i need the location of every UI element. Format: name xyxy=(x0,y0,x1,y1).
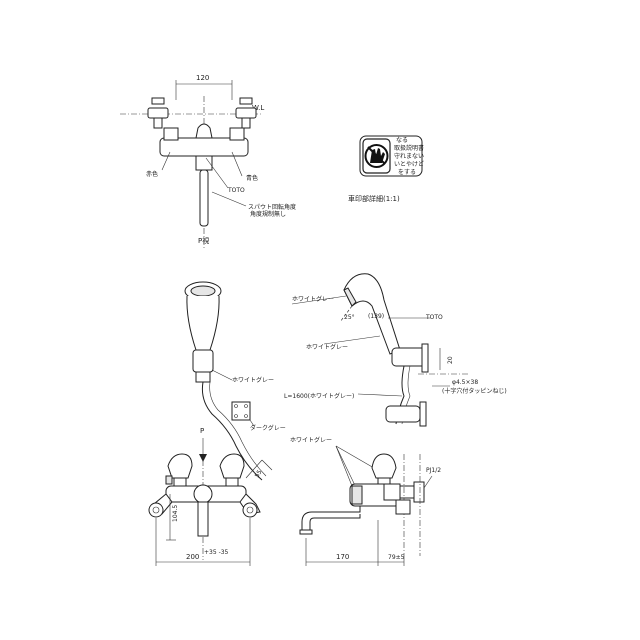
dim-120: 120 xyxy=(196,74,209,82)
front-dark-grey-label: ダークグレー xyxy=(250,424,286,432)
left-handle-stem xyxy=(153,117,163,129)
side-holder xyxy=(391,347,427,367)
toto-mark-label: TOTO xyxy=(227,187,245,194)
side-lower-plate xyxy=(419,401,427,427)
angle-label: 25° xyxy=(344,314,355,321)
hot-handle xyxy=(167,453,193,479)
p-view-label: P xyxy=(200,427,204,435)
screw-label-1: φ4.5×38 xyxy=(452,379,478,386)
faucet-front-view: P 55 104.5 200 +35 -35 xyxy=(148,427,273,566)
shower-hose xyxy=(201,381,263,481)
hot-valve xyxy=(173,477,187,487)
dim-200-tolerance: +35 -35 xyxy=(204,549,229,556)
blue-label: 青色 xyxy=(246,174,258,182)
side-toto-label: TOTO xyxy=(425,314,443,321)
cold-valve xyxy=(225,477,239,487)
hose-connector xyxy=(165,475,173,485)
dim-55: 55 xyxy=(254,469,264,479)
side-spout xyxy=(301,506,361,531)
side-lower-bracket xyxy=(385,405,421,423)
dim-170: 170 xyxy=(336,553,349,561)
faucet-side-view: ホワイトグレー PJ1/2 170 79±5 xyxy=(290,436,441,566)
shower-handle xyxy=(186,295,220,351)
right-handle-stem xyxy=(241,117,251,129)
view-label: P視 xyxy=(198,236,209,245)
p-view-arrow xyxy=(199,454,207,462)
shower-side-head xyxy=(343,273,401,355)
front-spout xyxy=(197,501,209,537)
red-label: 赤色 xyxy=(146,170,158,178)
stamp-text-5: をする xyxy=(398,169,416,176)
shower-holder xyxy=(192,349,214,373)
dim-200: 200 xyxy=(186,553,199,561)
right-handle xyxy=(235,107,257,119)
diverter-dial xyxy=(193,484,213,504)
side-head-label: ホワイトグレー xyxy=(292,295,334,303)
side-wall-plate xyxy=(421,343,429,373)
side-diverter xyxy=(351,485,363,505)
side-body-label: ホワイトグレー xyxy=(306,343,348,351)
right-handle-cap xyxy=(239,97,253,105)
stamp-caption: 車印部詳細(1:1) xyxy=(348,194,400,203)
top-view: 120 W.L 赤色 青色 TOTO スパウト回転角度 角度規制無し P視 xyxy=(120,74,296,248)
side-elbow xyxy=(399,485,415,499)
left-union xyxy=(148,502,164,518)
hose-holder-bracket xyxy=(231,401,251,421)
side-nut xyxy=(413,481,425,503)
stamp-text-3: 守れまない xyxy=(394,152,424,160)
faucet-body-top xyxy=(159,137,249,157)
side-lower-elbow xyxy=(395,499,411,515)
wl-label: W.L xyxy=(252,104,264,112)
dim-104-5: 104.5 xyxy=(172,505,179,522)
stamp-detail: なる 取扱説明書 守れまない いとやけど をする 車印部詳細(1:1) xyxy=(348,135,424,203)
pipe-label: PJ1/2 xyxy=(426,467,441,474)
left-handle xyxy=(147,107,169,119)
side-white-grey-label: ホワイトグレー xyxy=(290,436,332,444)
stamp-text-2: 取扱説明書 xyxy=(394,144,424,152)
dim-79: 79±5 xyxy=(388,554,405,561)
spout-pipe xyxy=(199,169,209,227)
hose-label: L=1600(ホワイトグレー) xyxy=(284,392,354,400)
side-connector xyxy=(383,483,401,501)
dim-20: 20 xyxy=(447,356,454,364)
spout-note-2: 角度規制無し xyxy=(250,210,286,218)
dim-139: (139) xyxy=(368,313,384,320)
shower-hose-nut xyxy=(195,371,211,383)
shower-front-view: ホワイトグレー ダークグレー xyxy=(184,281,286,481)
stamp-text-1: なる xyxy=(396,137,408,144)
shower-side-view: 25° ホワイトグレー (139) TOTO ホワイトグレー 20 L=1600… xyxy=(284,273,507,427)
left-connector xyxy=(163,127,179,141)
right-connector xyxy=(229,127,245,141)
left-handle-cap xyxy=(151,97,165,105)
stamp-text-4: いとやけど xyxy=(394,160,424,168)
spout-tip xyxy=(299,529,313,535)
side-handle xyxy=(371,453,397,479)
cold-handle xyxy=(219,453,245,479)
spout-note-1: スパウト回転角度 xyxy=(248,203,296,211)
shower-head-nozzle xyxy=(190,285,216,297)
screw-label-2: (十字穴付タッピンねじ) xyxy=(442,387,507,395)
no-touch-icon xyxy=(364,144,389,168)
front-white-grey-label: ホワイトグレー xyxy=(232,376,274,384)
diverter-knob xyxy=(195,123,213,139)
right-union xyxy=(242,502,258,518)
